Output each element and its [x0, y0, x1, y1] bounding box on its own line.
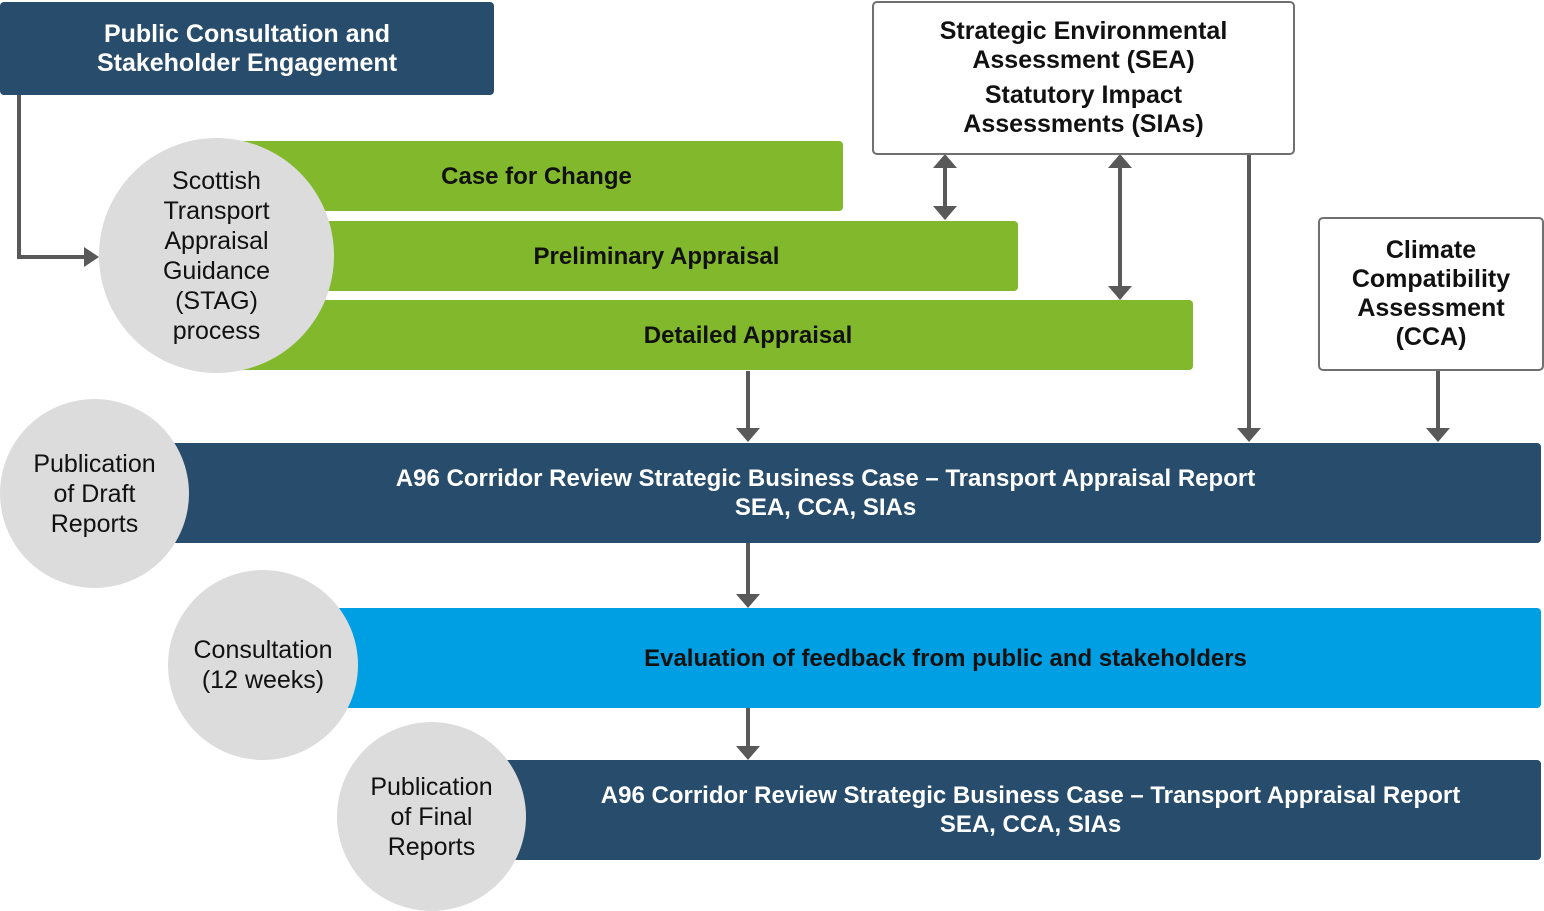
cca-line1: Climate	[1385, 236, 1477, 264]
final-line: of Final	[390, 802, 473, 831]
public-consultation-box: Public Consultation and Stakeholder Enga…	[0, 2, 494, 95]
evaluation-bar: Evaluation of feedback from public and s…	[300, 608, 1541, 708]
arrowhead-up	[1108, 154, 1132, 168]
draft-line: Publication	[33, 449, 156, 478]
preliminary-appraisal-bar: Preliminary Appraisal	[220, 221, 1018, 291]
public-consultation-line1: Public Consultation and	[103, 19, 391, 48]
stag-line: Scottish	[172, 166, 261, 195]
stag-line: Guidance	[162, 256, 271, 285]
case-for-change-bar: Case for Change	[220, 141, 843, 211]
preliminary-appraisal-label: Preliminary Appraisal	[533, 242, 780, 270]
stag-line: process	[172, 316, 261, 345]
consultation-circle: Consultation (12 weeks)	[168, 570, 358, 760]
arrowhead-right	[84, 247, 99, 267]
final-line: Publication	[370, 772, 493, 801]
final-line: Reports	[387, 832, 476, 861]
arrowhead-up	[933, 154, 957, 168]
case-for-change-label: Case for Change	[441, 162, 632, 190]
cca-line3: Assessment	[1357, 294, 1505, 322]
draft-line: of Draft	[53, 479, 136, 508]
arrowhead-down	[1426, 428, 1450, 442]
consultation-line: Consultation	[193, 636, 333, 664]
sea-line1: Strategic Environmental	[939, 17, 1228, 45]
cca-box: Climate Compatibility Assessment (CCA)	[1318, 217, 1544, 371]
sia-line2: Assessments (SIAs)	[963, 110, 1204, 138]
consultation-line: (12 weeks)	[201, 666, 325, 694]
draft-report-bar: A96 Corridor Review Strategic Business C…	[130, 443, 1541, 543]
cca-line4: (CCA)	[1395, 323, 1467, 351]
final-report-subtitle: SEA, CCA, SIAs	[939, 811, 1122, 838]
stag-line: Appraisal	[164, 226, 269, 255]
draft-line: Reports	[50, 509, 139, 538]
arrowhead-down	[736, 428, 760, 442]
detailed-appraisal-bar: Detailed Appraisal	[220, 300, 1193, 370]
stag-line: Transport	[163, 196, 270, 225]
arrowhead-down	[736, 746, 760, 760]
arrow-consultation-to-stag	[17, 95, 84, 259]
detailed-appraisal-label: Detailed Appraisal	[643, 321, 853, 349]
draft-report-subtitle: SEA, CCA, SIAs	[734, 494, 917, 521]
stag-line: (STAG)	[175, 286, 258, 315]
final-report-bar: A96 Corridor Review Strategic Business C…	[470, 760, 1541, 860]
draft-report-title: A96 Corridor Review Strategic Business C…	[395, 465, 1256, 492]
cca-line2: Compatibility	[1351, 265, 1511, 293]
final-reports-circle: Publication of Final Reports	[337, 722, 526, 911]
final-report-title: A96 Corridor Review Strategic Business C…	[600, 782, 1461, 809]
public-consultation-line2: Stakeholder Engagement	[96, 48, 398, 77]
arrowhead-down	[933, 206, 957, 220]
arrowhead-down	[1108, 286, 1132, 300]
sea-line2: Assessment (SEA)	[972, 46, 1195, 74]
evaluation-label: Evaluation of feedback from public and s…	[644, 644, 1247, 672]
sea-sia-box: Strategic Environmental Assessment (SEA)…	[872, 1, 1295, 155]
sia-line1: Statutory Impact	[984, 81, 1183, 109]
draft-reports-circle: Publication of Draft Reports	[0, 399, 189, 588]
stag-process-circle: Scottish Transport Appraisal Guidance (S…	[99, 138, 334, 373]
arrowhead-down	[1237, 428, 1261, 442]
arrowhead-down	[736, 594, 760, 608]
